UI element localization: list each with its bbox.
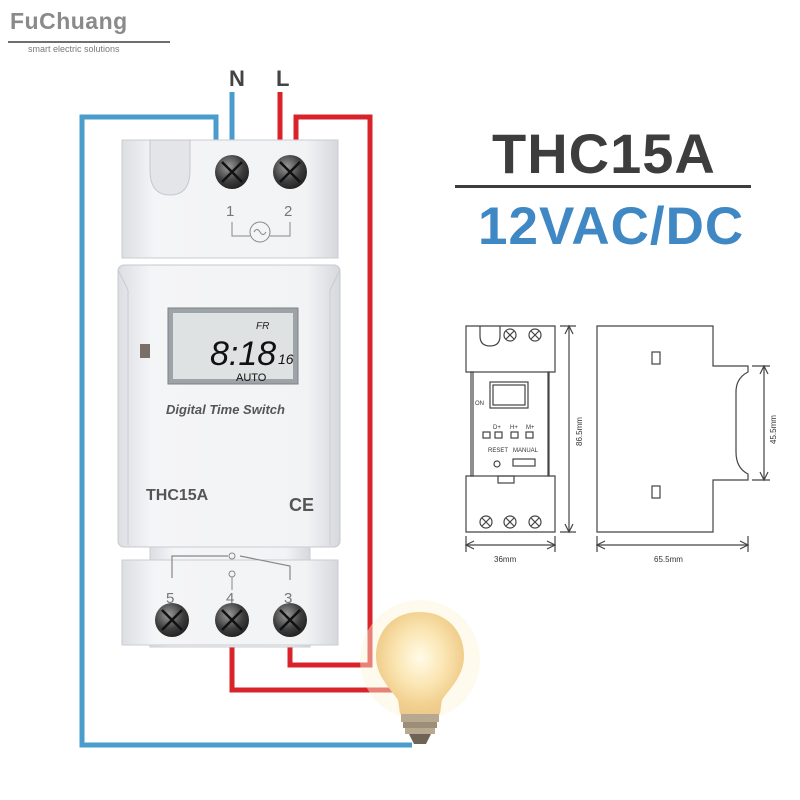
drawing-manual: MANUAL: [513, 448, 539, 454]
light-bulb-icon: [360, 600, 480, 744]
terminal-5-label: 5: [166, 590, 174, 607]
model-title: THC15A: [492, 122, 716, 185]
drawing-btn-d: D+: [493, 425, 501, 431]
status-led: [140, 344, 150, 358]
brand-tagline: smart electric solutions: [28, 44, 120, 54]
display-seconds: 16: [278, 351, 294, 367]
brand-divider: [8, 41, 170, 43]
terminal-3-label: 3: [284, 590, 292, 607]
height-dimension: 86.5mm: [575, 417, 584, 446]
neutral-label: N: [229, 66, 245, 91]
bottom-terminal-block: [155, 552, 307, 637]
terminal-1-label: 1: [226, 203, 234, 220]
neutral-wire: [79, 92, 412, 748]
voltage-rating: 12VAC/DC: [478, 197, 745, 256]
terminal-4-label: 4: [226, 590, 234, 607]
live-wire: [229, 92, 400, 693]
drawing-reset: RESET: [488, 448, 508, 454]
drawing-on-label: ON: [475, 401, 484, 407]
title-divider: [455, 185, 751, 188]
display-time: 8:18: [210, 335, 276, 373]
lcd-display: [167, 307, 299, 385]
display-mode: AUTO: [236, 372, 267, 384]
display-day: FR: [256, 321, 269, 332]
device-model: THC15A: [146, 487, 209, 504]
drawing-btn-m: M+: [526, 425, 535, 431]
module-height-dimension: 45.5mm: [769, 415, 778, 444]
top-terminal-block: [215, 155, 307, 243]
drawing-btn-h: H+: [510, 425, 518, 431]
device-label: Digital Time Switch: [166, 402, 285, 417]
ce-mark: CE: [289, 495, 314, 515]
terminal-2-label: 2: [284, 203, 292, 220]
width-dimension: 36mm: [494, 555, 517, 564]
brand-logo-text: FuChuang: [10, 8, 128, 34]
live-label: L: [276, 66, 289, 91]
depth-dimension: 65.5mm: [654, 555, 683, 564]
